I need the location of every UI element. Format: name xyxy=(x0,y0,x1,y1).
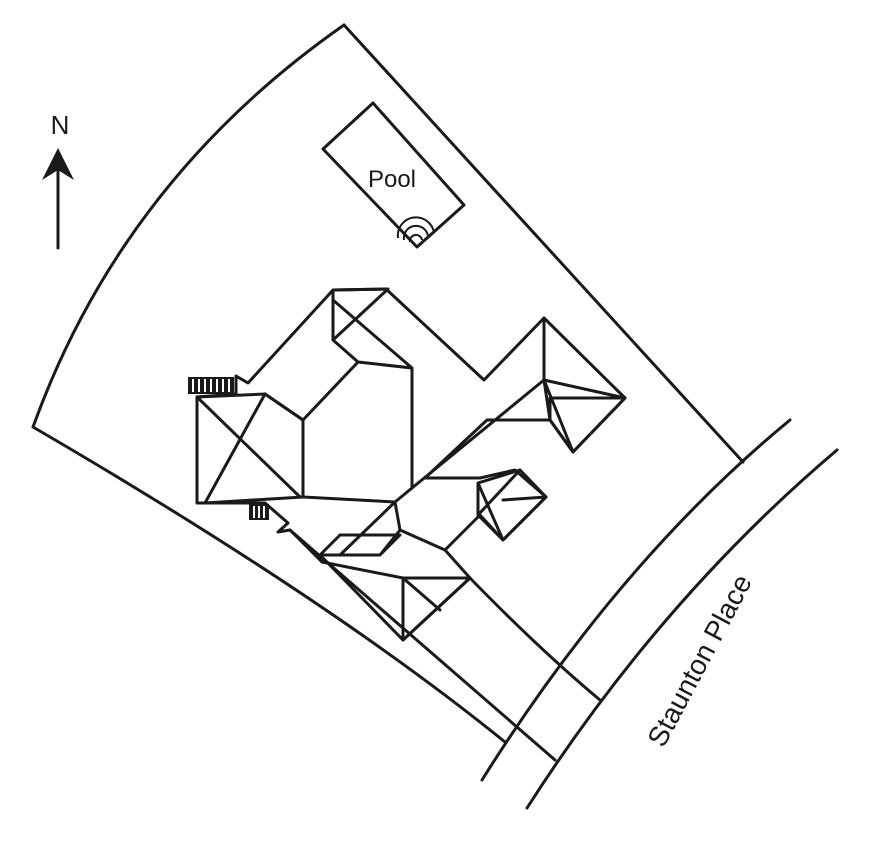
north-label: N xyxy=(51,110,70,140)
pool: Pool xyxy=(321,101,466,249)
pool-outline xyxy=(321,101,466,249)
pool-steps-icon xyxy=(396,216,435,243)
house-roof-plan xyxy=(188,287,627,642)
north-arrow: N xyxy=(42,110,74,250)
east-pavilion-roof xyxy=(476,468,548,542)
central-roof xyxy=(263,287,414,504)
street-label: Staunton Place xyxy=(641,569,758,751)
street-curb-east xyxy=(525,448,839,810)
property-boundary xyxy=(31,23,745,744)
pool-label: Pool xyxy=(368,166,416,193)
stairs-south-icon xyxy=(249,504,269,520)
east-wing-roof xyxy=(410,316,627,490)
driveway-lines xyxy=(288,528,602,762)
street: Staunton Place xyxy=(480,418,839,810)
south-wing-roof xyxy=(318,500,472,642)
stairs-west-icon xyxy=(188,377,234,394)
street-curb-west xyxy=(480,418,792,782)
north-arrow-head-icon xyxy=(42,148,74,180)
